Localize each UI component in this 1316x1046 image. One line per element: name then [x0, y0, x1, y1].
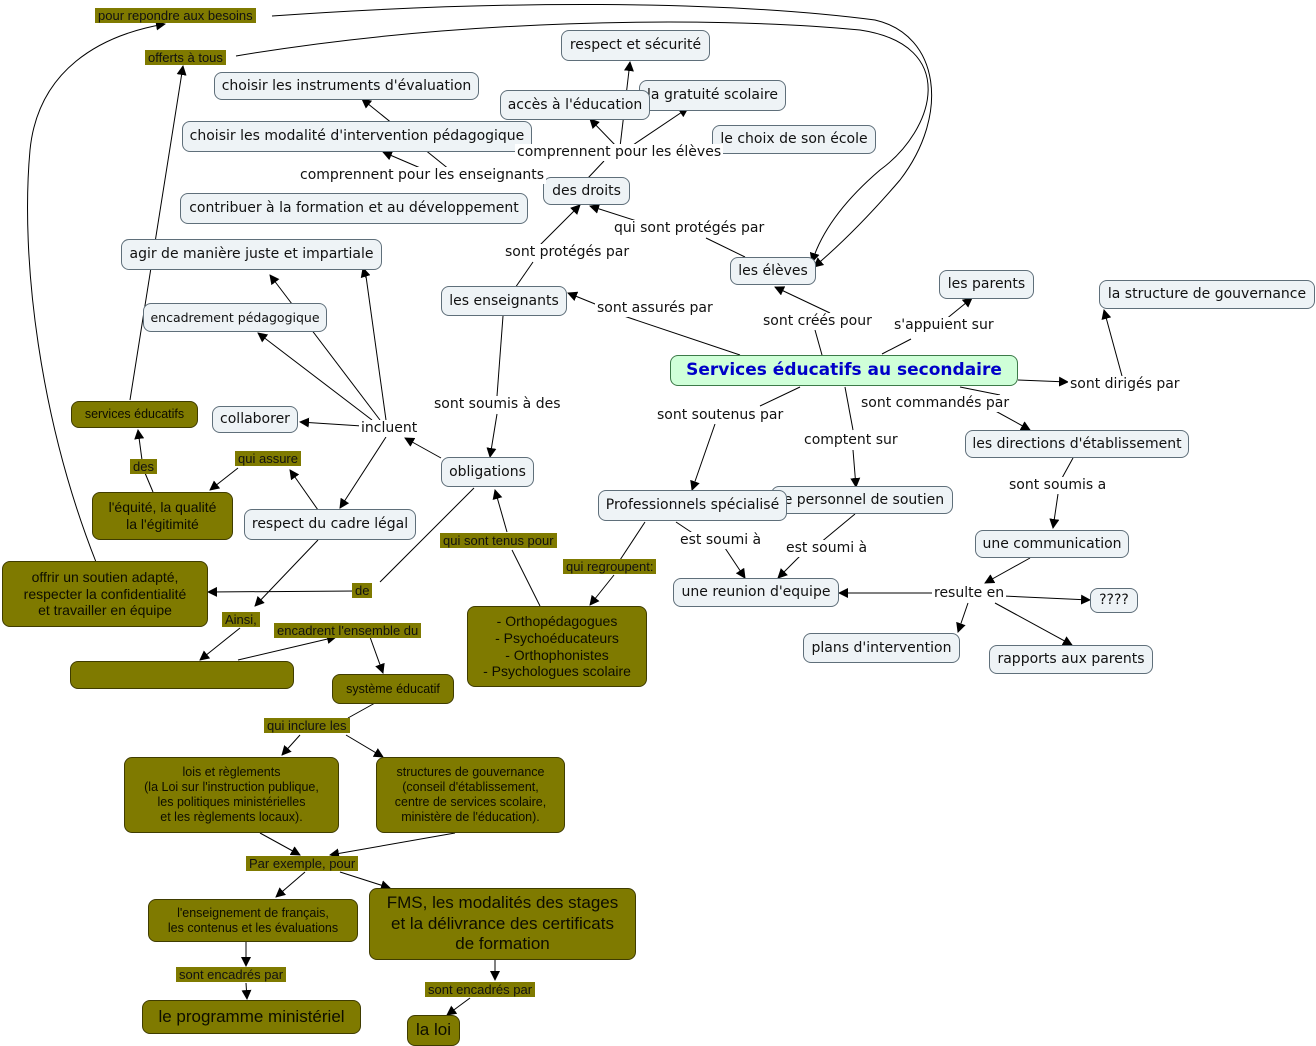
node-equite-qualite[interactable]: l'équité, la qualité la l'égitimité [92, 492, 233, 540]
node-structures-gouvernance[interactable]: structures de gouvernance (conseil d'éta… [376, 757, 565, 833]
node-structure-gouvernance[interactable]: la structure de gouvernance [1099, 280, 1315, 309]
label-sont-commandes: sont commandés par [859, 395, 1012, 412]
node-gratuite-scolaire[interactable]: la gratuité scolaire [639, 80, 786, 111]
label-appuient-sur: s'appuient sur [892, 317, 996, 334]
node-reunion-equipe[interactable]: une reunion d'equipe [673, 578, 839, 607]
label-sont-crees-pour: sont créés pour [761, 313, 874, 330]
node-acces-education[interactable]: accès à l'éducation [500, 90, 650, 120]
node-encadrement-pedagogique[interactable]: encadrement pédagogique [143, 303, 327, 332]
node-directions-etablissement[interactable]: les directions d'établissement [965, 430, 1189, 458]
label-sont-assures: sont assurés par [595, 300, 715, 317]
label-comprennent-enseignants: comprennent pour les enseignants [298, 167, 547, 184]
label-sont-encadres-1: sont encadrés par [176, 967, 287, 982]
label-est-soumi-personnel: est soumi à [784, 540, 870, 557]
node-communication[interactable]: une communication [975, 530, 1129, 558]
label-comprennent-eleves: comprennent pour les élèves [515, 144, 724, 161]
label-sont-proteges: sont protégés par [503, 244, 632, 261]
node-eleves[interactable]: les élèves [730, 257, 816, 285]
node-lois-reglements[interactable]: lois et règlements (la Loi sur l'instruc… [124, 757, 339, 833]
label-qui-sont-tenus: qui sont tenus pour [440, 533, 557, 548]
label-pour-repondre-besoins: pour repondre aux besoins [95, 8, 256, 23]
node-parents[interactable]: les parents [939, 270, 1034, 299]
node-choix-ecole[interactable]: le choix de son école [712, 125, 876, 154]
label-de: de [352, 583, 373, 598]
node-la-loi[interactable]: la loi [407, 1015, 460, 1046]
node-plans-intervention[interactable]: plans d'intervention [803, 633, 960, 663]
label-qui-assure: qui assure [235, 451, 301, 466]
label-sont-diriges: sont dirigés par [1068, 376, 1182, 393]
node-offrir-soutien[interactable]: offrir un soutien adapté, respecter la c… [2, 561, 208, 627]
node-contribuer-formation[interactable]: contribuer à la formation et au développ… [180, 193, 528, 224]
node-rapports-parents[interactable]: rapports aux parents [989, 645, 1153, 674]
label-qui-regroupent: qui regroupent: [563, 559, 657, 574]
label-des: des [130, 459, 157, 474]
label-encadrent: encadrent l'ensemble du [274, 623, 422, 638]
node-respect-cadre-legal[interactable]: respect du cadre légal [244, 509, 416, 540]
label-sont-soumis-des: sont soumis à des [432, 396, 563, 413]
node-services-educatifs-secondaire[interactable]: Services éducatifs au secondaire [670, 355, 1018, 386]
node-modalite-intervention[interactable]: choisir les modalité d'intervention péda… [182, 121, 532, 152]
label-est-soumi-professionnels: est soumi à [678, 532, 764, 549]
node-personnel-soutien[interactable]: le personnel de soutien [771, 486, 953, 514]
node-agir-juste[interactable]: agir de manière juste et impartiale [121, 239, 382, 270]
node-enseignement-francais[interactable]: l'enseignement de français, les contenus… [148, 899, 358, 942]
node-respect-securite[interactable]: respect et sécurité [561, 30, 710, 61]
node-enseignants[interactable]: les enseignants [441, 286, 567, 316]
label-sont-soumis-a: sont soumis a [1007, 477, 1109, 494]
node-systeme-educatif[interactable]: système éducatif [332, 674, 454, 704]
label-resulte-en: resulte en [932, 585, 1007, 602]
node-droits[interactable]: des droits [543, 177, 630, 205]
node-collaborer[interactable]: collaborer [212, 406, 298, 433]
node-fms-modalites[interactable]: FMS, les modalités des stages et la déli… [369, 888, 636, 960]
label-sont-encadres-2: sont encadrés par [425, 982, 536, 997]
node-obligations[interactable]: obligations [441, 457, 534, 487]
label-comptent-sur: comptent sur [802, 432, 900, 449]
node-question-marks[interactable]: ???? [1090, 588, 1138, 613]
node-cadre-legale-gouvernance[interactable] [70, 661, 294, 689]
label-ainsi: Ainsi, [222, 612, 260, 627]
node-orthopedagogues-list[interactable]: - Orthopédagogues - Psychoéducateurs - O… [467, 606, 647, 687]
label-qui-sont-proteges: qui sont protégés par [612, 220, 767, 237]
label-qui-inclure-les: qui inclure les [264, 718, 350, 733]
node-professionnels-specialise[interactable]: Professionnels spécialisé [598, 490, 787, 521]
label-sont-soutenus: sont soutenus par [655, 407, 786, 424]
node-services-educatifs[interactable]: services éducatifs [71, 401, 198, 428]
label-offerts-a-tous: offerts à tous [145, 50, 226, 65]
label-par-exemple: Par exemple, pour [246, 856, 359, 871]
node-programme-ministeriel[interactable]: le programme ministériel [142, 1000, 361, 1034]
node-instruments-evaluation[interactable]: choisir les instruments d'évaluation [214, 72, 479, 100]
label-incluent: incluent [359, 420, 420, 437]
